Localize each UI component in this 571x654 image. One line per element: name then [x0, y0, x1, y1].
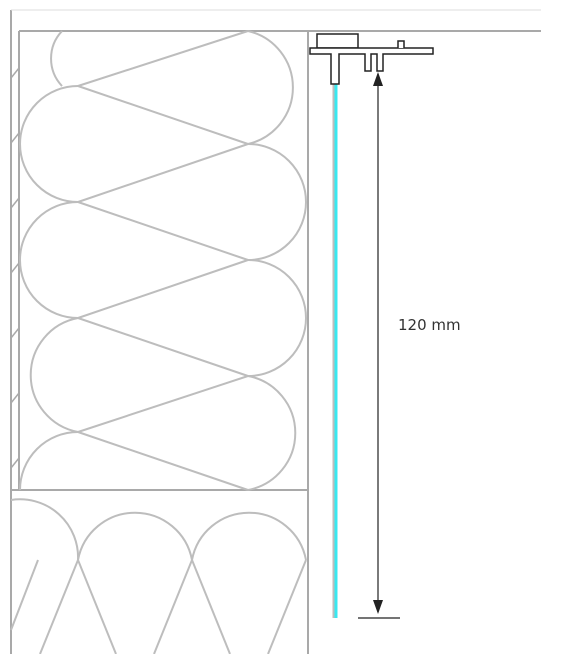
insulation-upper — [19, 30, 307, 491]
frame — [10, 9, 541, 654]
dimension-label: 120 mm — [398, 316, 461, 334]
frame-profile — [309, 33, 434, 85]
glass-pane — [332, 58, 338, 618]
wall-hatch — [10, 67, 20, 469]
dimension-line — [358, 72, 400, 619]
insulation-lower — [10, 498, 307, 654]
